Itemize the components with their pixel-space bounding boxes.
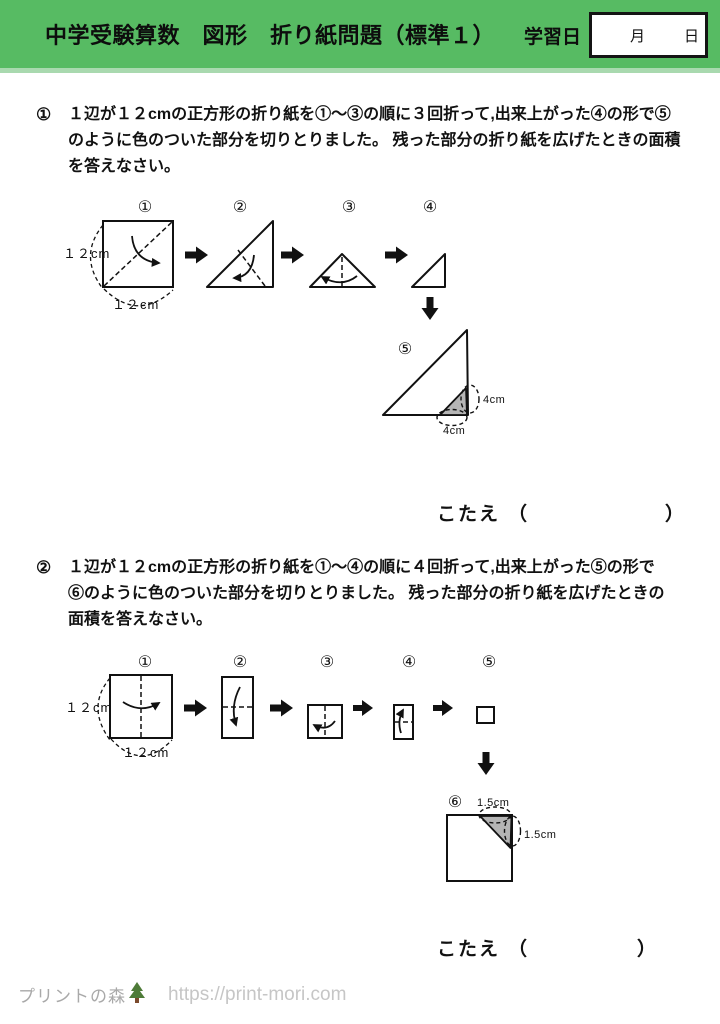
p1-cut-region xyxy=(439,387,468,416)
problem1-line2: のように色のついた部分を切りとりました。 残った部分の折り紙を広げたときの面積 xyxy=(68,132,681,149)
problem1-line1: １辺が１２cmの正方形の折り紙を①〜③の順に３回折って,出来上がった④の形で⑤ xyxy=(68,106,671,123)
p2-arrow-4 xyxy=(433,700,453,716)
p1-bottom-measure-arc xyxy=(103,288,174,307)
p1-triangle2-fold-arrow xyxy=(232,254,255,283)
p1-step3-label: ③ xyxy=(342,199,356,216)
p1-step5-label: ⑤ xyxy=(398,341,412,358)
p1-cut-right-arc xyxy=(460,384,480,414)
problem1-line3: を答えなさい。 xyxy=(68,158,181,175)
p2-answer-open-paren: （ xyxy=(508,939,528,960)
p2-down-arrow xyxy=(477,752,495,775)
p1-step1-label: ① xyxy=(138,199,152,216)
problem1-number: ① xyxy=(36,105,52,124)
p1-step4-label: ④ xyxy=(423,199,437,216)
p2-step2-label: ② xyxy=(233,654,247,671)
p1-triangle2 xyxy=(206,220,274,288)
day-label: 日 xyxy=(684,27,700,45)
study-date-label: 学習日 xyxy=(524,27,582,48)
p1-cut-right-label: 4cm xyxy=(483,394,505,406)
page-title: 中学受験算数 図形 折り紙問題（標準１） xyxy=(45,23,496,48)
p1-answer-open-paren: （ xyxy=(508,504,528,525)
site-url: https://print-mori.com xyxy=(168,983,347,1005)
p2-cut-right-arc xyxy=(503,815,522,847)
p1-square-fold-arrow xyxy=(131,235,161,267)
p2-answer-close-paren: ） xyxy=(637,939,657,960)
p1-answer-close-paren: ） xyxy=(665,504,685,525)
p1-left-measure-arc xyxy=(90,224,104,290)
month-label: 月 xyxy=(630,27,646,45)
problem1-answer-line: こたえ （ ） xyxy=(437,499,684,526)
p2-bottom-measure-arc xyxy=(110,738,173,757)
p2-step5-label: ⑤ xyxy=(482,654,496,671)
p1-cut-bottom-label: 4cm xyxy=(443,425,465,437)
p2-answer-label: こたえ xyxy=(437,939,501,960)
p2-step3-label: ③ xyxy=(320,654,334,671)
p1-arrow-2 xyxy=(281,246,304,264)
p2-rect4-fold-arrow xyxy=(395,708,404,734)
p2-cut-top-arc xyxy=(478,806,512,824)
p1-step2-label: ② xyxy=(233,199,247,216)
site-name: プリントの森 xyxy=(18,987,126,1006)
p2-rect2-fold-arrow xyxy=(229,686,241,727)
date-entry-box: 月 日 xyxy=(589,12,708,58)
p2-cut-right-label: 1.5cm xyxy=(524,829,556,841)
p2-square-fold-arrow xyxy=(122,701,161,711)
problem2-line3: 面積を答えなさい。 xyxy=(68,611,213,628)
p1-answer-label: こたえ xyxy=(437,504,501,525)
problem2-diagram: ① ② ③ ④ ⑤ １２cm １２cm xyxy=(0,645,720,915)
problem2-answer-line: こたえ （ ） xyxy=(437,934,656,961)
p2-arrow-1 xyxy=(184,699,207,717)
p2-side-bottom-label: １２cm xyxy=(122,745,169,760)
problem1-statement: ① １辺が１２cmの正方形の折り紙を①〜③の順に３回折って,出来上がった④の形で… xyxy=(36,102,696,180)
p1-down-arrow xyxy=(421,297,439,320)
p1-triangle3-fold-arrow xyxy=(320,275,358,285)
p2-cut-region xyxy=(479,815,513,849)
problem2-fold-figure: ① ② ③ ④ ⑤ １２cm １２cm xyxy=(65,654,556,882)
p1-cut-bottom-arc xyxy=(436,408,468,427)
problem1-diagram: ① ② ③ ④ １２cm １２cm xyxy=(0,190,720,450)
problem1-fold-figure: ① ② ③ ④ １２cm １２cm xyxy=(63,199,505,437)
p2-square5 xyxy=(476,706,495,724)
problem2-statement: ② １辺が１２cmの正方形の折り紙を①〜④の順に４回折って,出来上がった⑤の形で… xyxy=(36,555,696,633)
p2-arrow-2 xyxy=(270,699,293,717)
problem2-line1: １辺が１２cmの正方形の折り紙を①〜④の順に４回折って,出来上がった⑤の形で xyxy=(68,559,655,576)
p1-arrow-1 xyxy=(185,246,208,264)
p1-side-left-label: １２cm xyxy=(63,246,110,261)
problem2-number: ② xyxy=(36,558,52,577)
p1-side-bottom-label: １２cm xyxy=(112,297,159,312)
p2-cut-top-label: 1.5cm xyxy=(477,797,509,809)
p1-triangle5 xyxy=(382,329,469,416)
p2-step1-label: ① xyxy=(138,654,152,671)
p1-triangle4 xyxy=(411,253,446,288)
problem2-line2: ⑥のように色のついた部分を切りとりました。 残った部分の折り紙を広げたときの xyxy=(68,585,665,602)
p2-side-left-label: １２cm xyxy=(65,700,112,715)
p2-step6-label: ⑥ xyxy=(448,794,462,811)
p2-step4-label: ④ xyxy=(402,654,416,671)
header-bar: 中学受験算数 図形 折り紙問題（標準１） 学習日 月 日 xyxy=(0,0,720,73)
p1-arrow-3 xyxy=(385,246,408,264)
p2-square3-fold-arrow xyxy=(312,720,336,733)
tree-icon xyxy=(128,982,146,1009)
p2-arrow-3 xyxy=(353,700,373,716)
footer: プリントの森 https://print-mori.com xyxy=(18,980,346,1009)
